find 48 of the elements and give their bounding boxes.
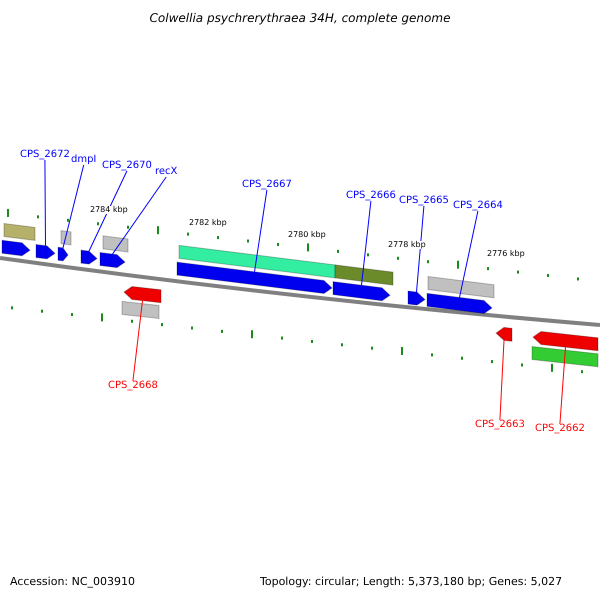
- feature-bar: [532, 346, 598, 368]
- gene-label: CPS_2663: [475, 420, 525, 430]
- gene-block: [495, 326, 512, 342]
- gene-block: [332, 281, 391, 302]
- leader-line: [62, 164, 84, 248]
- gene-label: CPS_2664: [453, 201, 503, 211]
- feature-bar: [4, 222, 36, 241]
- genome-summary-text: Topology: circular; Length: 5,373,180 bp; Genes: 5,027: [260, 576, 562, 587]
- leader-line: [416, 206, 424, 293]
- gene-label: CPS_2672: [20, 150, 70, 160]
- gene-block: [123, 286, 162, 304]
- gene-block: [2, 240, 31, 256]
- leader-line: [112, 176, 167, 255]
- gene-label: CPS_2668: [108, 381, 158, 391]
- gene-label: CPS_2670: [102, 161, 152, 171]
- gene-block: [176, 262, 333, 294]
- leader-line: [44, 160, 46, 246]
- gene-block: [80, 250, 98, 265]
- scale-label: 2784 kbp: [90, 206, 128, 214]
- leader-line: [559, 346, 566, 424]
- feature-bar: [60, 230, 72, 246]
- gene-label: CPS_2662: [535, 424, 585, 434]
- leader-line: [254, 190, 268, 272]
- feature-bar: [122, 300, 160, 320]
- feature-bar: [428, 276, 494, 298]
- gene-block: [408, 290, 426, 306]
- leader-line: [499, 340, 504, 420]
- gene-label: dmpI: [71, 155, 96, 165]
- gene-label: CPS_2665: [399, 196, 449, 206]
- gene-block: [532, 330, 598, 352]
- feature-bar: [334, 264, 394, 286]
- feature-bar: [102, 235, 128, 253]
- gene-block: [36, 244, 56, 260]
- scale-label: 2778 kbp: [388, 241, 426, 249]
- gene-block: [58, 246, 69, 262]
- scale-label: 2776 kbp: [487, 250, 525, 258]
- feature-bar: [178, 244, 336, 278]
- leader-line: [459, 210, 478, 298]
- gene-label: CPS_2667: [242, 180, 292, 190]
- leader-line: [88, 170, 128, 252]
- leader-line: [361, 200, 372, 286]
- gene-label: CPS_2666: [346, 191, 396, 201]
- gene-label: recX: [155, 167, 178, 177]
- scale-label: 2782 kbp: [189, 219, 227, 227]
- gene-block: [100, 252, 126, 268]
- genome-title: Colwellia psychrerythraea 34H, complete genome: [148, 12, 452, 24]
- scale-label: 2780 kbp: [288, 231, 326, 239]
- accession-text: Accession: NC_003910: [10, 576, 136, 587]
